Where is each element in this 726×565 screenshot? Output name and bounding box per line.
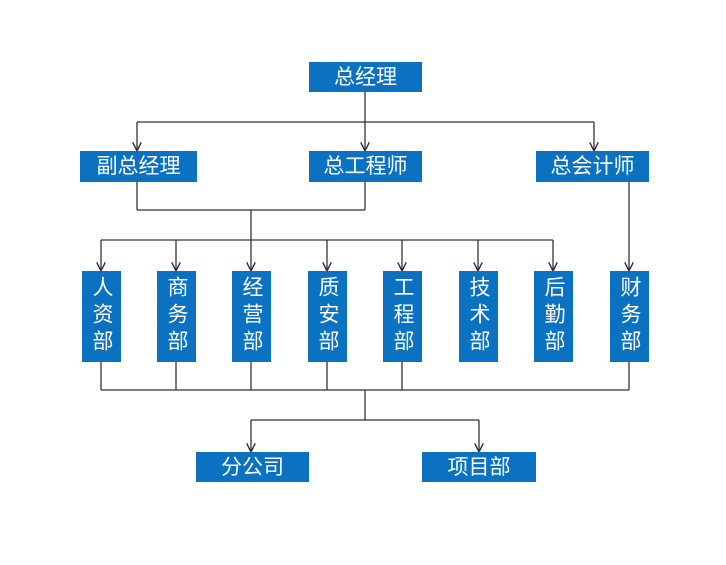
node-general-manager: 总经理: [309, 62, 422, 92]
node-project-dept: 项目部: [422, 452, 536, 482]
node-chief-engineer: 总工程师: [309, 151, 422, 182]
node-quality-safety-dept: 质安部: [308, 271, 347, 362]
node-hr-dept: 人资部: [82, 271, 121, 362]
node-commerce-dept: 商务部: [157, 271, 196, 362]
node-engineering-dept: 工程部: [383, 271, 422, 362]
node-chief-accountant: 总会计师: [536, 151, 649, 182]
node-logistics-dept: 后勤部: [534, 271, 573, 362]
node-branch-company: 分公司: [196, 452, 309, 482]
node-deputy-general-manager: 副总经理: [80, 151, 197, 182]
node-finance-dept: 财务部: [610, 271, 649, 362]
node-operations-dept: 经营部: [232, 271, 271, 362]
node-technology-dept: 技术部: [459, 271, 498, 362]
